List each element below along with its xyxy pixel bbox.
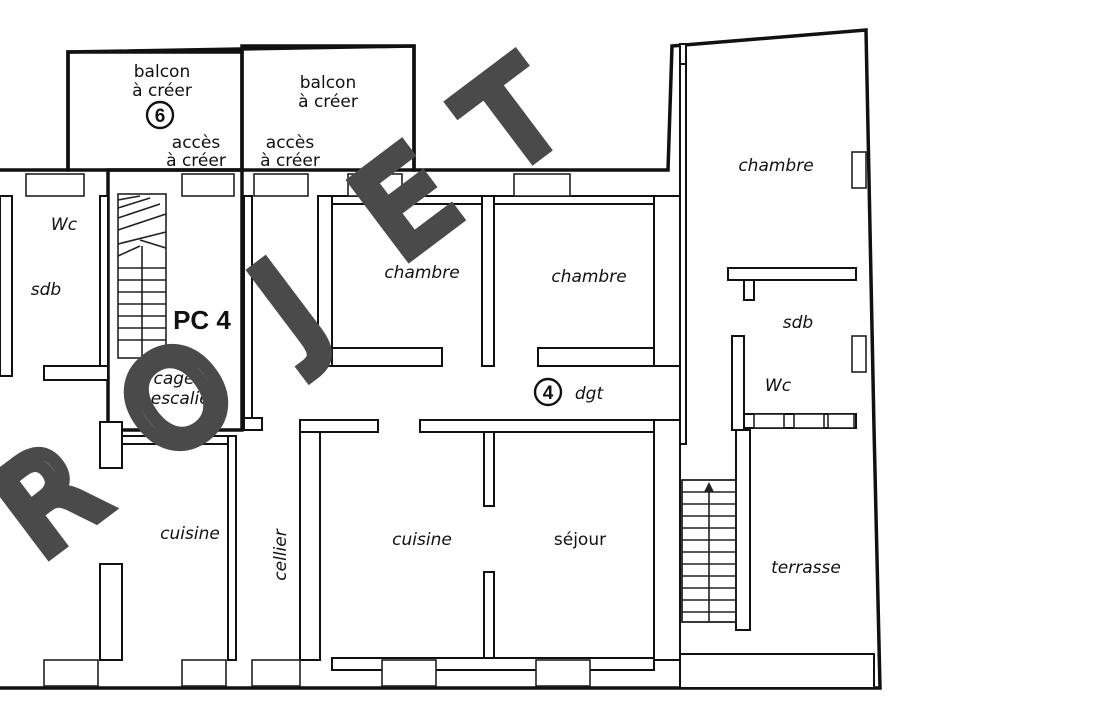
acces-left-line1: accès (172, 133, 221, 153)
staircase-left (117, 193, 167, 359)
wc-left-label: Wc (51, 215, 78, 235)
staircase-right (681, 479, 737, 623)
cage-label-line1: cage (153, 369, 194, 389)
chambre-b-label: chambre (551, 267, 626, 287)
cuisine-left-label: cuisine (160, 524, 220, 544)
cuisine-mid-label: cuisine (392, 530, 452, 550)
acces-right-line1: accès (266, 133, 315, 153)
room-labels: balcon à créer balcon à créer accès à cr… (31, 62, 841, 581)
acces-right-line2: à créer (260, 151, 320, 171)
sejour-label: séjour (554, 530, 606, 550)
cage-label-line2: d'escalier (135, 389, 217, 409)
dgt-label: dgt (575, 384, 605, 404)
balcon-right-line2: à créer (298, 92, 358, 112)
pc4-label: PC 4 (173, 305, 231, 335)
acces-left-line2: à créer (166, 151, 226, 171)
sdb-left-label: sdb (31, 280, 61, 300)
lot-4-number: 4 (543, 383, 554, 404)
sdb-right-label: sdb (783, 313, 813, 333)
lot-marker-6: 6 (145, 100, 175, 130)
interior-walls (0, 43, 875, 689)
balcon-right-line1: balcon (300, 73, 356, 93)
chambre-c-label: chambre (738, 156, 813, 176)
projet-watermark: P R O J E T (0, 29, 595, 650)
stair-cage (106, 168, 244, 432)
lot-6-number: 6 (155, 106, 166, 127)
cellier-label: cellier (271, 528, 291, 580)
windows (25, 151, 867, 687)
terrasse-label: terrasse (771, 558, 841, 578)
lot-marker-4: 4 (533, 377, 563, 407)
wc-right-label: Wc (765, 376, 792, 396)
balcon-left-line1: balcon (134, 62, 190, 82)
chambre-a-label: chambre (384, 263, 459, 283)
balcon-left-line2: à créer (132, 81, 192, 101)
